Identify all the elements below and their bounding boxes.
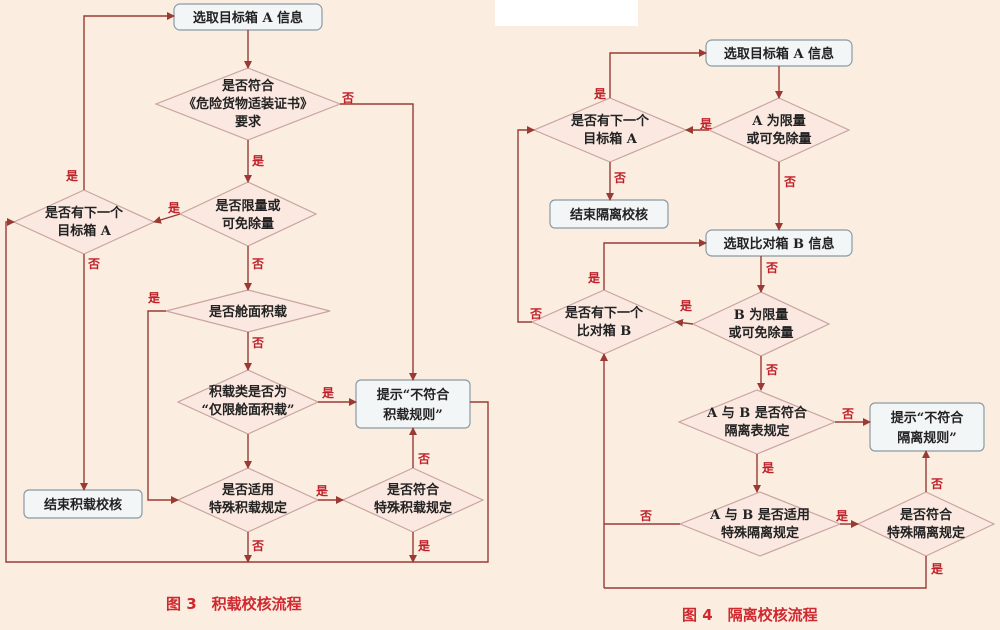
fig4-label-no-8: 否 xyxy=(930,477,943,491)
svg-text:提示“不符合: 提示“不符合 xyxy=(377,387,450,403)
fig4-next-b-diamond: 是否有下一个 比对箱 B xyxy=(530,289,678,355)
fig3-label-yes-7: 是 xyxy=(417,539,431,553)
svg-text:目标箱 A: 目标箱 A xyxy=(57,223,112,239)
svg-text:隔离表规定: 隔离表规定 xyxy=(724,423,789,439)
fig3-caption: 图 3 积载校核流程 xyxy=(166,595,302,613)
fig4-label-yes-3: 是 xyxy=(587,271,601,285)
fig3-conform-diamond: 是否符合 《危险货物适装证书》 要求 xyxy=(154,67,342,141)
fig3-label-no-1: 否 xyxy=(341,91,354,105)
fig4-next-a-diamond: 是否有下一个 目标箱 A xyxy=(532,97,688,163)
svg-text:是否有下一个: 是否有下一个 xyxy=(564,305,644,321)
svg-text:A 与 B 是否适用: A 与 B 是否适用 xyxy=(709,507,810,523)
fig4-label-no-3: 否 xyxy=(765,261,778,275)
fig4-label-yes-2: 是 xyxy=(699,117,713,131)
svg-text:特殊隔离规定: 特殊隔离规定 xyxy=(887,525,965,541)
svg-text:特殊积载规定: 特殊积载规定 xyxy=(374,500,452,516)
svg-text:是否限量或: 是否限量或 xyxy=(214,198,280,214)
svg-text:是否有下一个: 是否有下一个 xyxy=(44,205,124,221)
fig3-next-a-diamond: 是否有下一个 目标箱 A xyxy=(12,189,156,255)
fig4-label-no-2: 否 xyxy=(783,175,796,189)
fig4-label-yes-4: 是 xyxy=(679,299,693,313)
svg-text:是否舱面积载: 是否舱面积载 xyxy=(208,304,287,320)
svg-text:目标箱 A: 目标箱 A xyxy=(583,131,638,147)
svg-text:提示“不符合: 提示“不符合 xyxy=(891,410,964,426)
fig4-label-yes-6: 是 xyxy=(835,509,849,523)
svg-text:是否有下一个: 是否有下一个 xyxy=(570,113,650,129)
fig3-label-yes-4: 是 xyxy=(147,291,161,305)
fig4-label-no-1: 否 xyxy=(613,171,626,185)
fig3-limited-diamond: 是否限量或 可免除量 xyxy=(178,181,318,247)
white-patch xyxy=(495,0,638,26)
svg-text:隔离规则”: 隔离规则” xyxy=(897,430,956,446)
fig3-end-box: 结束积载校核 xyxy=(23,489,143,519)
fig4-select-a-box: 选取目标箱 A 信息 xyxy=(705,39,853,67)
fig3-select-a-text: 选取目标箱 A 信息 xyxy=(193,10,303,26)
svg-text:A 为限量: A 为限量 xyxy=(751,113,806,129)
svg-text:或可免除量: 或可免除量 xyxy=(728,325,793,341)
svg-text:选取目标箱 A 信息: 选取目标箱 A 信息 xyxy=(724,46,834,62)
fig4-a-limited-diamond: A 为限量 或可免除量 xyxy=(707,97,851,163)
fig3-only-deck-diamond: 积载类是否为 “仅限舱面积载” xyxy=(176,369,320,435)
svg-text:选取比对箱 B 信息: 选取比对箱 B 信息 xyxy=(723,236,834,252)
svg-text:积载规则”: 积载规则” xyxy=(383,407,442,423)
fig3-special-diamond: 是否适用 特殊积载规定 xyxy=(176,467,320,533)
svg-text:结束积载校核: 结束积载校核 xyxy=(44,497,122,513)
svg-text:A 与 B 是否符合: A 与 B 是否符合 xyxy=(706,405,808,421)
fig4-ab-table-diamond: A 与 B 是否符合 隔离表规定 xyxy=(677,389,837,455)
fig3-label-yes-1: 是 xyxy=(251,154,265,168)
fig4-label-yes-1: 是 xyxy=(593,87,607,101)
fig3-label-yes-3: 是 xyxy=(65,169,79,183)
fig3-deck-diamond: 是否舱面积载 xyxy=(165,289,331,333)
svg-text:比对箱 B: 比对箱 B xyxy=(577,323,632,339)
fig3-flowchart: 选取目标箱 A 信息 是否符合 《危险货物适装证书》 要求 是否限量或 可免除量… xyxy=(5,3,489,613)
svg-text:结束隔离校核: 结束隔离校核 xyxy=(570,207,648,223)
svg-text:是否适用: 是否适用 xyxy=(221,482,274,498)
svg-text:是否符合: 是否符合 xyxy=(221,78,275,94)
svg-text:要求: 要求 xyxy=(235,114,262,130)
svg-text:是否符合: 是否符合 xyxy=(386,482,440,498)
fig4-label-no-6: 否 xyxy=(841,407,854,421)
fig3-prompt-box: 提示“不符合 积载规则” xyxy=(355,379,471,429)
fig3-label-yes-2: 是 xyxy=(167,201,181,215)
fig4-select-b-box: 选取比对箱 B 信息 xyxy=(705,229,853,257)
fig3-label-yes-5: 是 xyxy=(321,386,335,400)
fig3-label-no-4: 否 xyxy=(251,336,264,350)
svg-text:或可免除量: 或可免除量 xyxy=(746,131,811,147)
fig4-special-ok-diamond: 是否符合 特殊隔离规定 xyxy=(856,491,996,557)
svg-text:特殊隔离规定: 特殊隔离规定 xyxy=(721,525,799,541)
svg-text:可免除量: 可免除量 xyxy=(222,216,274,232)
fig4-end-box: 结束隔离校核 xyxy=(549,199,669,229)
fig4-ab-special-diamond: A 与 B 是否适用 特殊隔离规定 xyxy=(678,491,842,557)
fig4-label-no-5: 否 xyxy=(765,363,778,377)
svg-text:特殊积载规定: 特殊积载规定 xyxy=(209,500,287,516)
fig4-prompt-box: 提示“不符合 隔离规则” xyxy=(869,402,985,452)
fig4-label-yes-5: 是 xyxy=(761,461,775,475)
fig4-flowchart: 选取目标箱 A 信息 A 为限量 或可免除量 是否有下一个 目标箱 A 结束隔离… xyxy=(517,39,996,624)
fig3-special-ok-diamond: 是否符合 特殊积载规定 xyxy=(341,467,485,533)
fig4-label-no-4: 否 xyxy=(529,307,542,321)
fig4-b-limited-diamond: B 为限量 或可免除量 xyxy=(691,291,831,357)
fig4-label-yes-7: 是 xyxy=(930,562,944,576)
fig3-label-no-3: 否 xyxy=(251,257,264,271)
fig3-label-no-2: 否 xyxy=(87,257,100,271)
fig4-caption: 图 4 隔离校核流程 xyxy=(682,606,818,624)
fig3-label-no-5: 否 xyxy=(417,452,430,466)
svg-text:B 为限量: B 为限量 xyxy=(734,307,789,323)
fig3-label-yes-6: 是 xyxy=(315,484,329,498)
fig4-label-no-7: 否 xyxy=(639,509,652,523)
svg-text:“仅限舱面积载”: “仅限舱面积载” xyxy=(202,402,295,418)
fig3-select-a-box: 选取目标箱 A 信息 xyxy=(173,3,323,31)
svg-text:积载类是否为: 积载类是否为 xyxy=(209,384,287,400)
fig3-label-no-6: 否 xyxy=(251,539,264,553)
svg-text:《危险货物适装证书》: 《危险货物适装证书》 xyxy=(183,96,313,112)
svg-text:是否符合: 是否符合 xyxy=(899,507,953,523)
